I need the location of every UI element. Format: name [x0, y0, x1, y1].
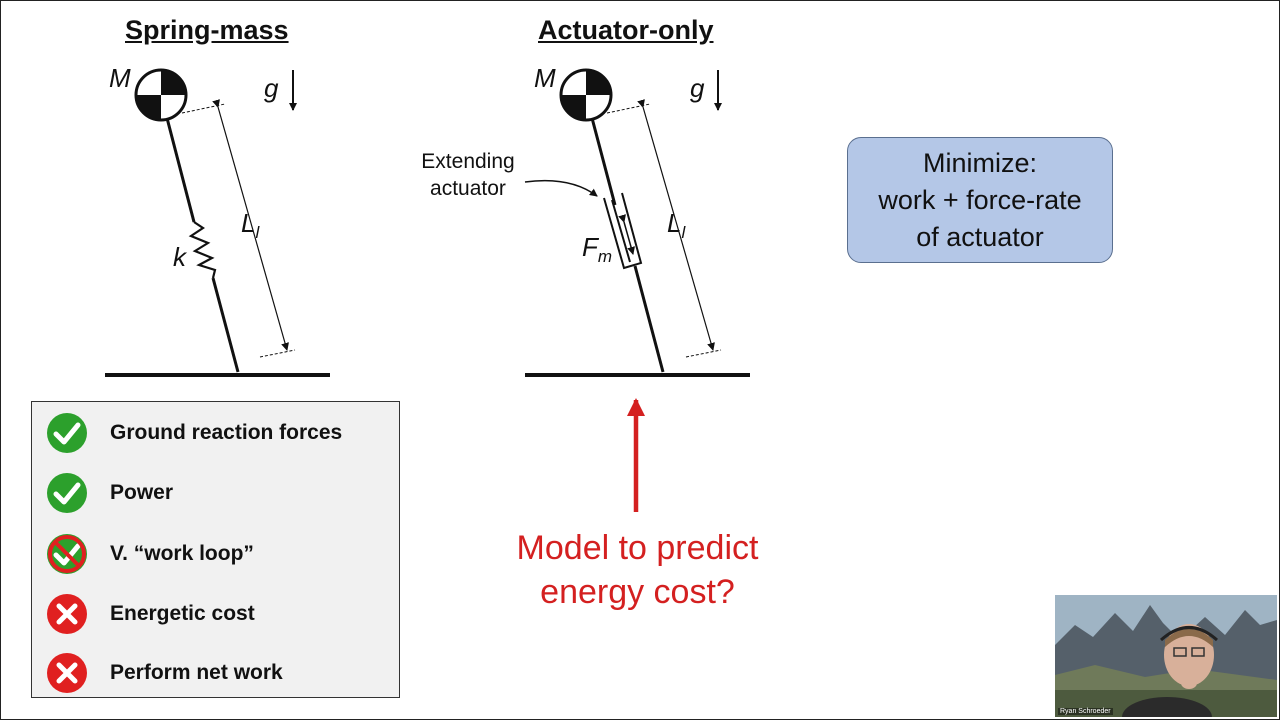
mass-icon-right	[559, 68, 613, 122]
length-dimension-right	[637, 99, 715, 351]
mass-label-right: M	[534, 63, 556, 93]
check-icon	[47, 473, 87, 513]
leg-lower-right	[633, 265, 665, 373]
leg-length-label-left: Ll	[241, 208, 260, 243]
list-item: Energetic cost	[46, 592, 255, 636]
webcam-video-thumbnail[interactable]: Ryan Schroeder	[1055, 595, 1277, 717]
length-dimension-left	[212, 99, 289, 351]
list-item: Perform net work	[46, 651, 283, 695]
webcam-scene-image	[1055, 595, 1277, 717]
extending-actuator-label: Extending actuator	[421, 150, 515, 200]
legend-label: Power	[110, 481, 174, 504]
spring-constant-label: k	[173, 242, 186, 272]
minimize-line-1: Minimize:	[922, 147, 1037, 178]
capability-checklist: Ground reaction forces Power V. “work lo…	[31, 401, 400, 698]
leg-lower-left	[211, 277, 240, 373]
mass-label-left: M	[109, 63, 131, 93]
force-arrow	[618, 214, 635, 255]
actuator-only-model	[524, 68, 750, 377]
leg-length-label-right: Ll	[667, 208, 686, 243]
check-icon	[47, 413, 87, 453]
mass-icon-left	[134, 68, 188, 122]
minimize-objective-box: Minimize: work + force-rate of actuator	[847, 137, 1113, 263]
spring-mass-model	[105, 68, 330, 377]
legend-label: V. “work loop”	[110, 542, 254, 565]
list-item: Ground reaction forces	[46, 411, 342, 455]
force-label: Fm	[582, 232, 613, 267]
list-item: V. “work loop”	[46, 532, 254, 576]
actuator-pointer-arrow	[524, 179, 598, 197]
model-question: Model to predict energy cost?	[516, 529, 759, 611]
gravity-label-left: g	[264, 73, 279, 103]
minimize-line-3: of actuator	[916, 221, 1044, 252]
participant-name-label: Ryan Schroeder	[1058, 708, 1113, 715]
legend-label: Ground reaction forces	[110, 421, 343, 444]
leg-upper-right	[590, 117, 617, 206]
minimize-line-2: work + force-rate	[878, 184, 1082, 215]
check-crossed-icon	[47, 534, 87, 574]
actuator-only-title: Actuator-only	[538, 15, 714, 45]
legend-label: Perform net work	[110, 661, 283, 684]
gravity-label-right: g	[690, 73, 705, 103]
list-item: Power	[46, 471, 173, 515]
spring-coil	[188, 221, 217, 279]
leg-upper-left	[165, 117, 196, 223]
spring-mass-title: Spring-mass	[125, 15, 289, 45]
legend-label: Energetic cost	[110, 602, 255, 625]
cross-icon	[47, 594, 87, 634]
cross-icon	[47, 653, 87, 693]
